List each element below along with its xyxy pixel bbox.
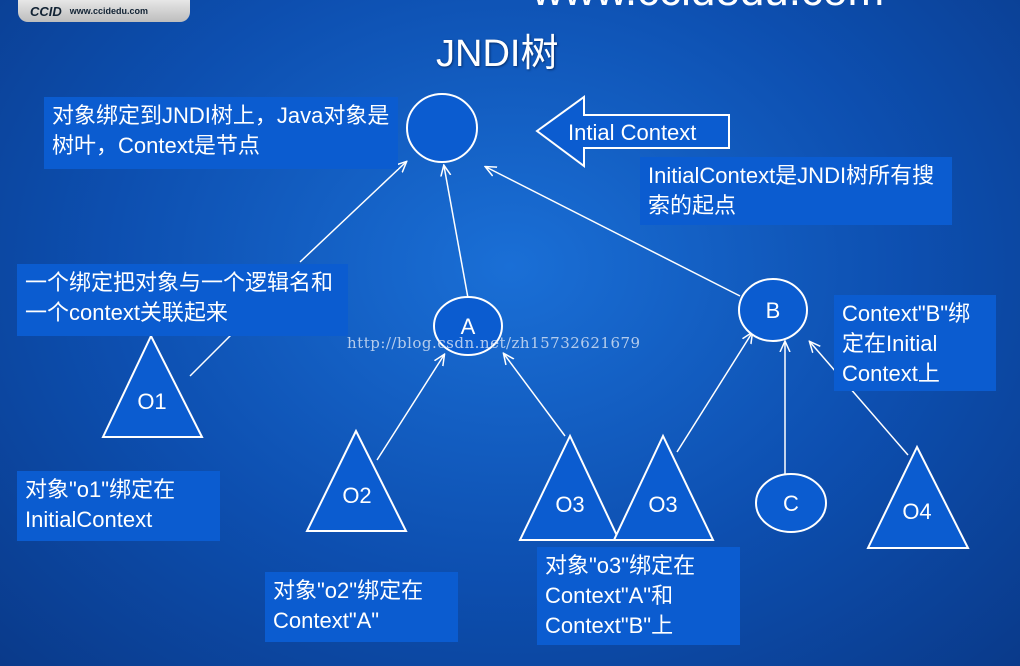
- note-binding-tree: 对象绑定到JNDI树上，Java对象是树叶，Context是节点: [44, 97, 398, 169]
- object-o3-left: [518, 433, 621, 541]
- object-o3-right: [612, 433, 715, 541]
- object-o4-label: O4: [902, 499, 931, 524]
- edge-o2-to-a: [376, 355, 444, 461]
- ccid-logo: CCID www.ccidedu.com: [18, 0, 190, 22]
- object-o1: [101, 333, 204, 438]
- initial-context-label: Intial Context: [568, 120, 696, 145]
- watermark: http://blog.csdn.net/zh15732621679: [347, 334, 641, 352]
- edge-o3-right-to-b: [676, 333, 752, 453]
- object-o1-label: O1: [137, 389, 166, 414]
- bottom-caption-cutoff: [0, 652, 1020, 666]
- note-context-b: Context"B"绑定在Initial Context上: [834, 295, 996, 391]
- note-object-o2: 对象"o2"绑定在Context"A": [265, 572, 458, 642]
- object-o3-right-label: O3: [648, 492, 677, 517]
- context-node-c-label: C: [783, 491, 799, 516]
- object-o4: [866, 444, 970, 549]
- edge-binding-note-to-root: [299, 162, 406, 263]
- note-initial-context-root: InitialContext是JNDI树所有搜索的起点: [640, 157, 952, 225]
- note-object-o1: 对象"o1"绑定在InitialContext: [17, 471, 220, 541]
- context-node-b-label: B: [766, 298, 781, 323]
- logo-url: www.ccidedu.com: [69, 6, 148, 16]
- edge-o4-to-b: [810, 342, 909, 456]
- edge-o3-left-to-a: [504, 354, 566, 437]
- initial-context-arrow-icon: [535, 95, 730, 168]
- context-node-c: [755, 473, 827, 533]
- page-title: JNDI树: [436, 33, 559, 75]
- object-o2-label: O2: [342, 483, 371, 508]
- context-node-a-label: A: [461, 314, 476, 339]
- note-binding-name: 一个绑定把对象与一个逻辑名和一个context关联起来: [17, 264, 348, 336]
- logo-brand: CCID: [30, 3, 62, 19]
- object-o3-left-label: O3: [555, 492, 584, 517]
- context-node-b: [738, 278, 808, 342]
- object-o2: [305, 428, 408, 532]
- note-object-o3: 对象"o3"绑定在Context"A"和Context"B"上: [537, 547, 740, 645]
- edge-o1-to-binding-note: [189, 331, 235, 377]
- edge-b-to-root: [486, 167, 741, 297]
- edge-a-to-root: [444, 166, 469, 299]
- header-url: www.ccidedu.com: [532, 0, 884, 16]
- context-node-a: [433, 296, 503, 356]
- root-context-node: [406, 93, 478, 163]
